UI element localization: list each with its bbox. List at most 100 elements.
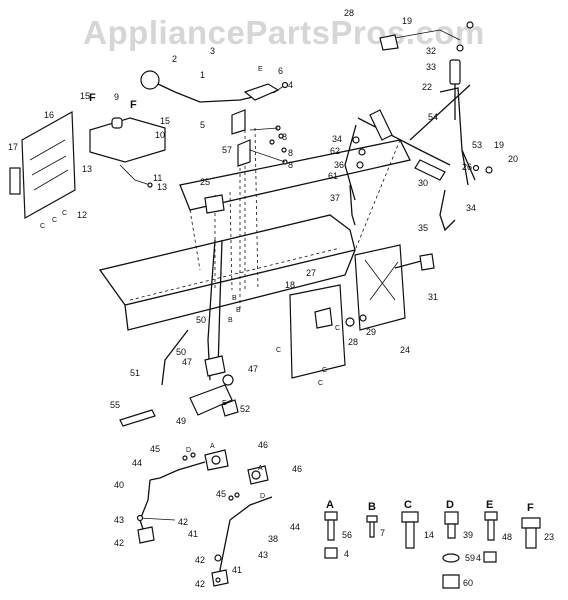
callout-22: 22: [422, 82, 432, 92]
letter-D: D: [260, 493, 265, 500]
callout-3: 3: [210, 46, 215, 56]
callout-57: 57: [222, 145, 232, 155]
callout-8: 8: [288, 148, 293, 158]
callout-38: 38: [268, 534, 278, 544]
callout-37: 37: [330, 193, 340, 203]
key-letter-E: E: [486, 499, 493, 511]
letter-A: A: [210, 443, 215, 450]
key-number-14: 14: [424, 530, 434, 540]
callout-45: 45: [150, 444, 160, 454]
watermark: AppliancePartsPros.com: [83, 14, 485, 51]
callout-45: 45: [216, 489, 226, 499]
lower-plate-18: [289, 284, 367, 379]
key-letter-A: A: [326, 499, 334, 511]
letter-E: E: [258, 66, 263, 73]
key-number-7: 7: [380, 528, 385, 538]
hardware-key: [324, 511, 541, 589]
callout-49: 49: [176, 416, 186, 426]
callout-13: 13: [82, 164, 92, 174]
center-linkage: [119, 239, 239, 427]
callout-10: 10: [155, 130, 165, 140]
key-number-4: 4: [476, 553, 481, 563]
letter-C: C: [276, 347, 281, 354]
key-number-23: 23: [544, 532, 554, 542]
callout-50: 50: [196, 315, 206, 325]
callout-8: 8: [282, 132, 287, 142]
chassis-frame: [98, 127, 411, 331]
callout-13: 13: [157, 182, 167, 192]
callout-28-top: 28: [344, 8, 354, 18]
key-number-39: 39: [463, 530, 473, 540]
callout-8: 8: [288, 160, 293, 170]
callout-42: 42: [114, 538, 124, 548]
callout-42: 42: [195, 555, 205, 565]
letter-F: F: [89, 92, 96, 104]
callout-52: 52: [240, 404, 250, 414]
key-letter-F: F: [527, 502, 534, 514]
right-linkage: [211, 465, 273, 587]
callout-5: 5: [200, 120, 205, 130]
callout-15: 15: [80, 91, 90, 101]
hardware-key-labels: A 56 4 B 7 C 14 D 39 59 60 E 48 4 F 23: [326, 499, 554, 588]
callout-42: 42: [178, 517, 188, 527]
callout-29: 29: [366, 327, 376, 337]
callout-41: 41: [232, 565, 242, 575]
callout-34: 34: [466, 203, 476, 213]
callout-47: 47: [248, 364, 258, 374]
letter-C: C: [335, 325, 340, 332]
side-panel-16: [9, 110, 76, 220]
callout-50: 50: [176, 347, 186, 357]
letter-E: E: [222, 400, 227, 407]
key-letter-B: B: [368, 501, 376, 513]
key-number-4: 4: [344, 549, 349, 559]
letter-F: F: [130, 99, 137, 111]
callout-27: 27: [306, 268, 316, 278]
fastener-letters: F F E E A A D D C C C C C C C B B B: [40, 66, 340, 500]
callout-35: 35: [418, 223, 428, 233]
callout-15: 15: [160, 116, 170, 126]
letter-B: B: [228, 317, 233, 324]
callout-46: 46: [258, 440, 268, 450]
callout-28: 28: [348, 337, 358, 347]
callout-24: 24: [400, 345, 410, 355]
callout-53: 53: [472, 140, 482, 150]
callout-61: 61: [328, 171, 338, 181]
callout-19: 19: [494, 140, 504, 150]
callout-25: 25: [200, 177, 210, 187]
key-number-59: 59: [465, 553, 475, 563]
callout-36: 36: [334, 160, 344, 170]
bracket-57: [237, 139, 251, 167]
letter-B: B: [236, 307, 241, 314]
callout-51: 51: [130, 368, 140, 378]
fuel-tank: [89, 117, 166, 188]
callout-26: 26: [462, 162, 472, 172]
callout-42: 42: [195, 579, 205, 589]
callout-18: 18: [285, 280, 295, 290]
letter-C: C: [40, 223, 45, 230]
left-linkage: [136, 449, 229, 544]
callout-2: 2: [172, 54, 177, 64]
letter-A: A: [258, 465, 263, 472]
callout-44: 44: [290, 522, 300, 532]
letter-C: C: [62, 210, 67, 217]
callout-19: 19: [402, 16, 412, 26]
callout-numbers: 1 2 3 4 5 6 8 8 8 9 10 11 12 13 13 15 15…: [8, 8, 518, 589]
right-shaft-assembly: [344, 21, 493, 232]
letter-D: D: [186, 447, 191, 454]
callout-16: 16: [44, 110, 54, 120]
callout-54: 54: [428, 112, 438, 122]
callout-43: 43: [258, 550, 268, 560]
callout-40: 40: [114, 480, 124, 490]
callout-31: 31: [428, 292, 438, 302]
letter-C: C: [52, 217, 57, 224]
callout-20: 20: [508, 154, 518, 164]
callout-43: 43: [114, 515, 124, 525]
key-number-48: 48: [502, 532, 512, 542]
callout-34: 34: [332, 134, 342, 144]
top-lever-assembly: [140, 70, 289, 103]
bracket-5: [231, 109, 246, 135]
letter-C: C: [322, 367, 327, 374]
letter-C: C: [318, 380, 323, 387]
callout-33: 33: [426, 62, 436, 72]
